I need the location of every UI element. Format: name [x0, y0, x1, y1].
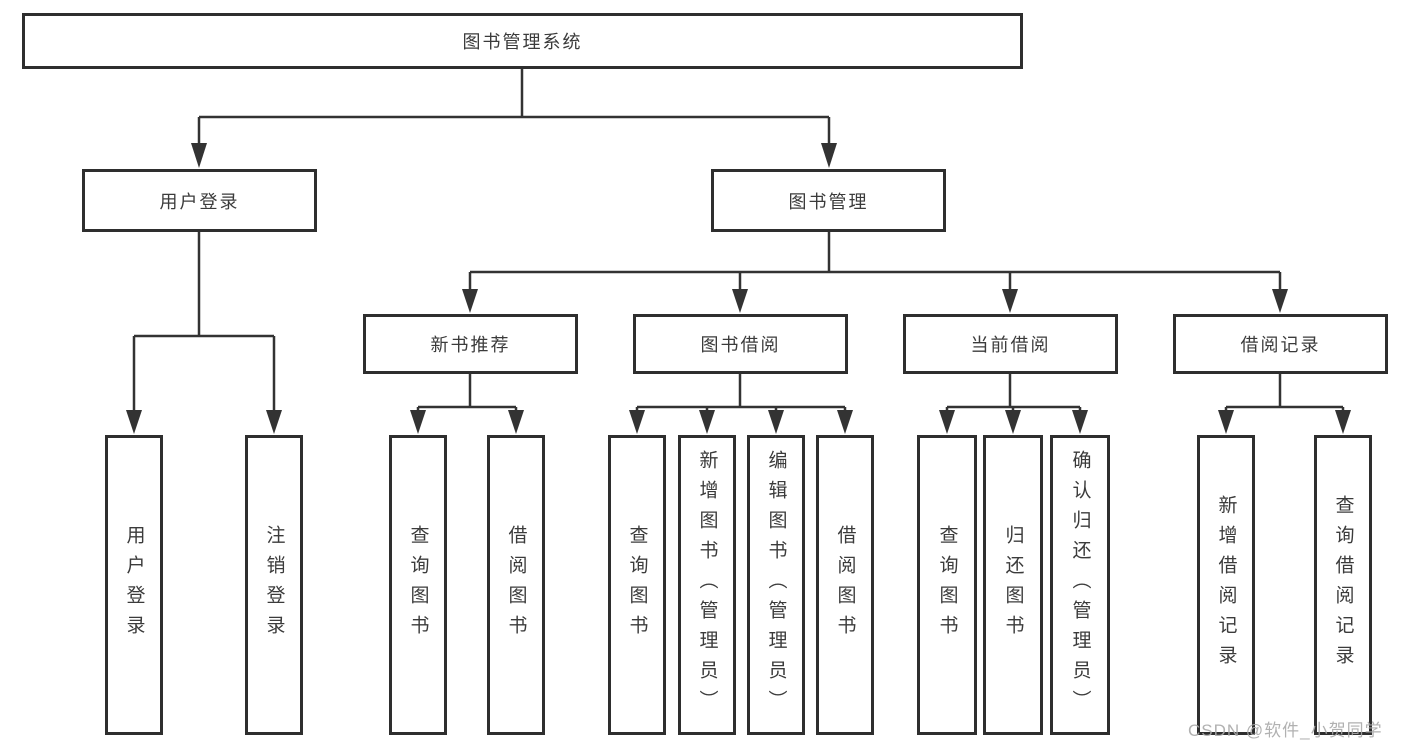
arrowheads — [126, 143, 1351, 434]
leaf-logout-login: 注销登录 — [245, 435, 303, 735]
leaf-query-borrow-record: 查询借阅记录 — [1314, 435, 1372, 735]
leaf-query-books-borrow: 查询图书 — [608, 435, 666, 735]
node-current-borrow: 当前借阅 — [903, 314, 1118, 374]
node-book-borrow: 图书借阅 — [633, 314, 848, 374]
csdn-watermark: CSDN @软件_小贺同学 — [1188, 721, 1383, 740]
node-borrow-records: 借阅记录 — [1173, 314, 1388, 374]
leaf-query-books-recommend: 查询图书 — [389, 435, 447, 735]
leaf-borrow-books-recommend: 借阅图书 — [487, 435, 545, 735]
leaf-add-borrow-record: 新增借阅记录 — [1197, 435, 1255, 735]
leaf-confirm-return-admin: 确认归还（管理员） — [1050, 435, 1110, 735]
node-new-book-recommend: 新书推荐 — [363, 314, 578, 374]
leaf-user-login: 用户登录 — [105, 435, 163, 735]
leaf-borrow-books: 借阅图书 — [816, 435, 874, 735]
leaf-return-books: 归还图书 — [983, 435, 1043, 735]
leaf-add-books-admin: 新增图书（管理员） — [678, 435, 736, 735]
leaf-query-books-current: 查询图书 — [917, 435, 977, 735]
leaf-edit-books-admin: 编辑图书（管理员） — [747, 435, 805, 735]
node-user-login: 用户登录 — [82, 169, 317, 232]
node-book-management: 图书管理 — [711, 169, 946, 232]
node-library-management-system: 图书管理系统 — [22, 13, 1023, 69]
